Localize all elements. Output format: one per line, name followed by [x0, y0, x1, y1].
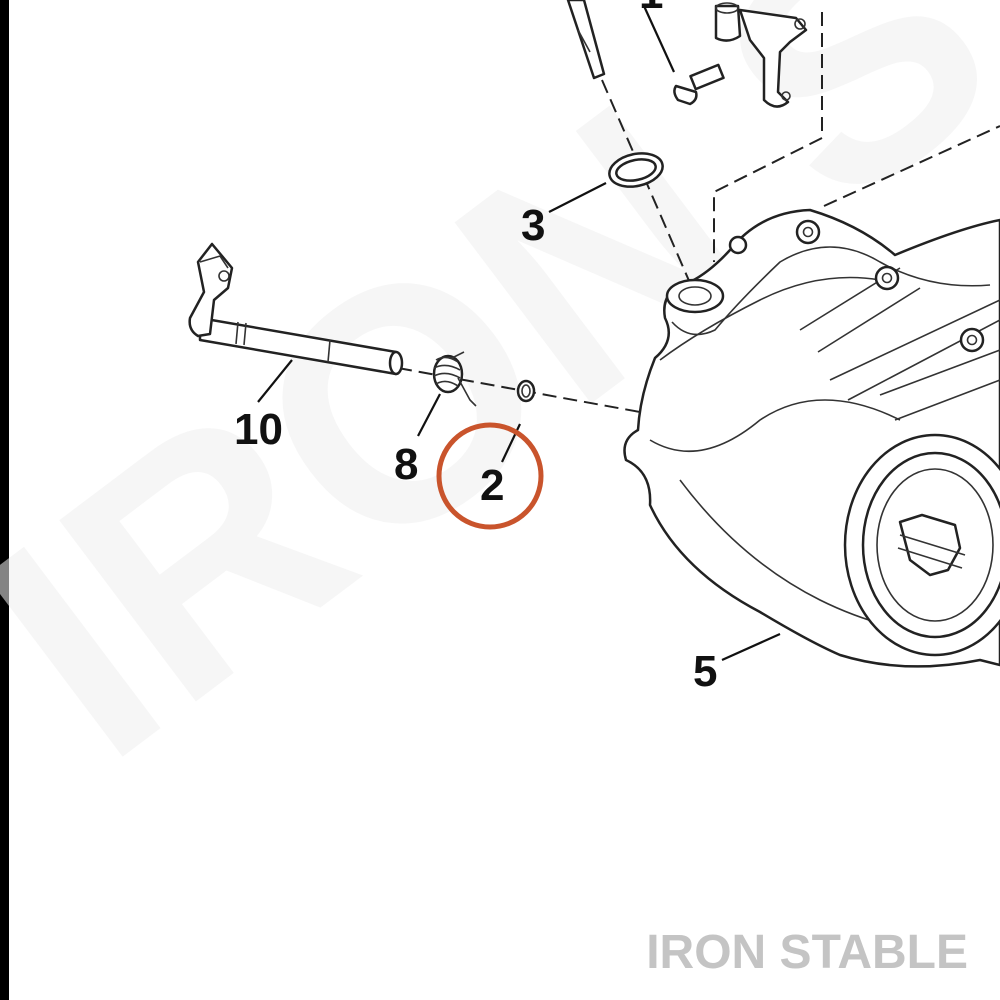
callout-8: 8: [394, 440, 418, 489]
callout-3: 3: [521, 201, 545, 250]
bolt-part-1: [673, 2, 808, 108]
spring-part-8: [432, 351, 477, 407]
highlight-circle: [436, 422, 544, 530]
shift-rod-part: [566, 0, 606, 80]
callout-1: 1: [639, 0, 663, 18]
shift-shaft-part-10: [188, 242, 404, 376]
o-ring-part-3: [608, 152, 664, 188]
callout-5: 5: [693, 647, 717, 696]
callout-2: 2: [480, 461, 504, 510]
brand-watermark: IRON STABLE: [646, 926, 968, 979]
callout-10: 10: [234, 405, 283, 454]
primary-cover-part-5: [623, 208, 1000, 668]
retaining-ring-part-2: [516, 379, 536, 403]
left-border: [0, 0, 9, 1000]
